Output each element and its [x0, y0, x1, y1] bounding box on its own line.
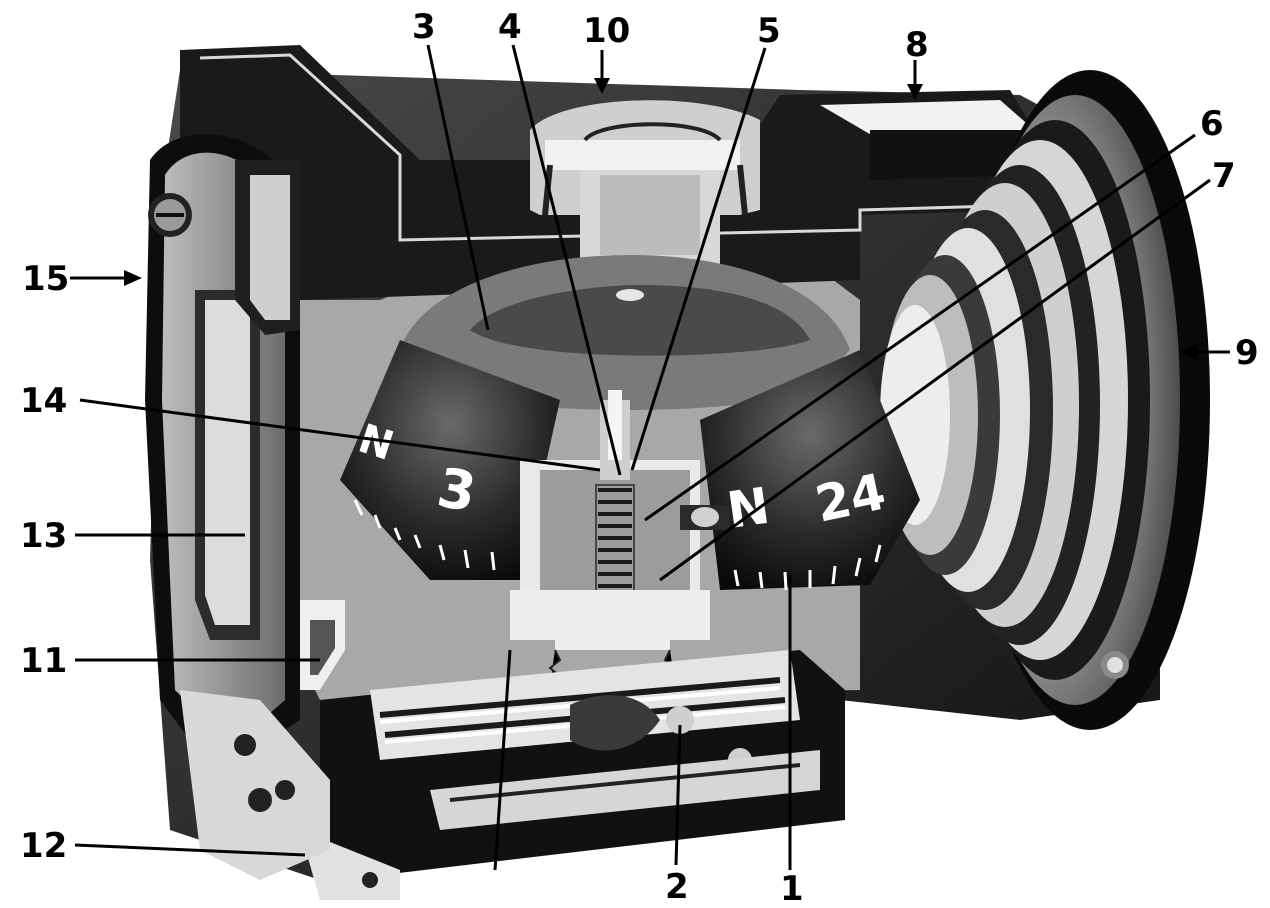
leader-line-11 [493, 649, 512, 871]
callout-4: 4 [498, 7, 522, 47]
callout-12: 12 [20, 826, 67, 866]
callout-5: 5 [757, 11, 781, 51]
arrow-10-icon [594, 78, 610, 94]
gear-icon [666, 706, 694, 734]
dial-number-right: 24 [810, 463, 890, 534]
callout-3: 3 [412, 7, 436, 47]
callout-8: 8 [905, 25, 929, 65]
dial-letter-right: N [724, 477, 774, 540]
leader-line-4 [511, 44, 622, 476]
terminal-block [180, 690, 330, 880]
pivot-assembly [510, 390, 730, 685]
arrow-15-icon [124, 270, 142, 286]
callout-7: 7 [1212, 156, 1236, 196]
callout-2: 2 [665, 867, 689, 907]
callout-1: 1 [780, 869, 804, 908]
expansion-cap [530, 100, 760, 265]
callout-10: 10 [583, 11, 630, 51]
leader-line-5 [630, 47, 767, 471]
leader-line-3 [426, 44, 490, 331]
callout-15: 15 [22, 259, 69, 299]
leader-line-6 [644, 133, 1196, 522]
compensator-assembly [300, 650, 845, 900]
callout-9: 9 [1235, 333, 1259, 373]
callout-14: 14 [20, 381, 67, 421]
compass-card: N 3 N 24 [340, 255, 920, 591]
leader-line-7 [659, 178, 1211, 582]
leader-lines [70, 44, 1230, 871]
arrow-8-icon [907, 84, 923, 100]
callout-13: 13 [20, 516, 67, 556]
callout-labels: 3 4 10 5 8 6 7 9 15 14 13 11 12 2 1 [20, 7, 1259, 908]
callout-11: 11 [20, 641, 67, 681]
front-bezel-frame [145, 133, 345, 760]
leader-line-14 [79, 398, 601, 472]
arrow-9-icon [1180, 344, 1198, 360]
leader-line-12 [74, 843, 306, 857]
callout-6: 6 [1200, 104, 1224, 144]
leader-line-2 [674, 724, 682, 866]
